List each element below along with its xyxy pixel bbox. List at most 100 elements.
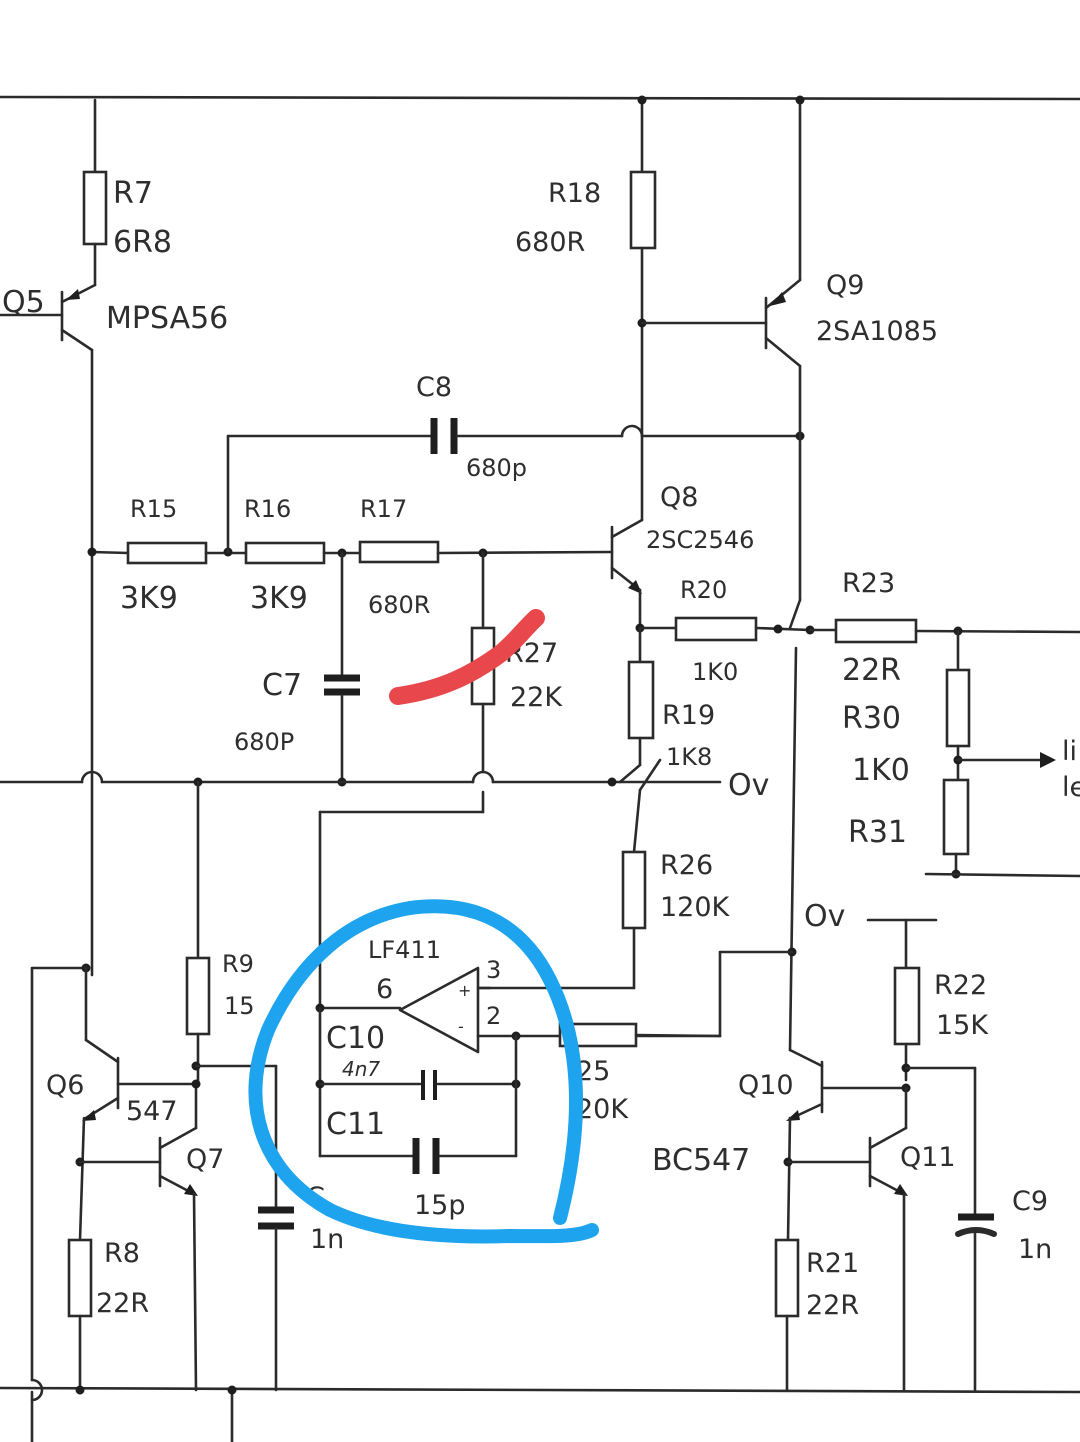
- r23-ref: R23: [842, 568, 895, 599]
- lf411-part: LF411: [368, 936, 441, 964]
- r21-ref: R21: [806, 1248, 859, 1279]
- lf411-minus: -: [458, 1017, 464, 1036]
- r22-resistor: R22 15K: [893, 918, 989, 1082]
- q10-part: BC547: [652, 1143, 750, 1178]
- q5-ref: Q5: [2, 285, 45, 320]
- ov2-label: Ov: [804, 899, 845, 934]
- r18-value: 680R: [515, 227, 585, 258]
- c-left-capacitor: C 1n: [258, 1064, 344, 1392]
- c11-ref: C11: [326, 1107, 385, 1142]
- q5-transistor: Q5 MPSA56: [0, 283, 228, 977]
- r8-value: 22R: [96, 1288, 149, 1319]
- r25-value: 20K: [576, 1094, 629, 1125]
- r21-value: 22R: [806, 1290, 859, 1321]
- c10-ref: C10: [326, 1021, 385, 1056]
- r16-resistor: R16 3K9: [223, 495, 362, 616]
- r18-ref: R18: [548, 178, 601, 209]
- c10-value: 4n7: [342, 1057, 380, 1081]
- blue-circle-mark: [248, 899, 599, 1244]
- r30-resistor: R30 1K0 li le: [842, 629, 1080, 803]
- r23-value: 22R: [842, 653, 901, 688]
- r19-value: 1K8: [666, 743, 712, 771]
- bottom-rail: [0, 1386, 1080, 1442]
- lf411-pin3: 3: [486, 956, 501, 984]
- r19-ref: R19: [662, 700, 715, 731]
- c11-value: 15p: [414, 1190, 466, 1221]
- r9-resistor: R9 15: [185, 780, 278, 1089]
- r7-value: 6R8: [113, 225, 172, 260]
- r20-resistor: R20 1K0: [638, 576, 815, 686]
- offpage-label-2: le: [1062, 772, 1080, 803]
- r20-ref: R20: [680, 576, 727, 604]
- r30-value: 1K0: [852, 753, 910, 788]
- q8-part: 2SC2546: [646, 526, 754, 554]
- lf411-opamp: LF411 6 3 2 + -: [315, 936, 562, 1054]
- r17-value: 680R: [368, 591, 430, 619]
- q6-ref: Q6: [46, 1070, 84, 1101]
- ov1-label: Ov: [728, 768, 769, 803]
- c7-ref: C7: [262, 668, 302, 703]
- r22-ref: R22: [934, 970, 987, 1001]
- q7-transistor: Q7: [78, 1082, 224, 1392]
- r16-ref: R16: [244, 495, 291, 523]
- q11-ref: Q11: [900, 1142, 956, 1173]
- r7-resistor: R7 6R8: [82, 98, 172, 287]
- r15-resistor: R15 3K9: [87, 495, 248, 616]
- q8-transistor: Q8 2SC2546: [610, 482, 754, 633]
- q11-transistor: Q11: [786, 1086, 956, 1392]
- r9-value: 15: [224, 992, 255, 1020]
- lf411-pin2: 2: [486, 1002, 501, 1030]
- r22-value: 15K: [936, 1010, 989, 1041]
- c7-value: 680P: [234, 728, 294, 756]
- c8-ref: C8: [416, 372, 452, 403]
- r19-resistor: R19 1K8: [618, 626, 715, 784]
- q6-part: 547: [126, 1096, 178, 1127]
- ov-right: Ov: [804, 899, 938, 934]
- q6-transistor: Q6 547: [30, 963, 198, 1402]
- q5-part: MPSA56: [106, 301, 228, 336]
- r27-value: 22K: [510, 682, 563, 713]
- r26-ref: R26: [660, 850, 713, 881]
- q9-transistor: Q9 2SA1085: [640, 95, 938, 630]
- r7-ref: R7: [113, 176, 153, 211]
- c8-value: 680p: [466, 454, 527, 482]
- q9-ref: Q9: [826, 270, 864, 301]
- c8-capacitor: C8 680p: [226, 372, 805, 554]
- r30-ref: R30: [842, 701, 901, 736]
- lf411-pin6: 6: [376, 974, 393, 1005]
- c7-capacitor: C7 680P: [234, 551, 360, 787]
- q7-ref: Q7: [186, 1144, 224, 1175]
- ov-line: Ov: [0, 768, 769, 803]
- r25-resistor: 25 20K: [558, 1022, 722, 1125]
- r8-ref: R8: [104, 1238, 140, 1269]
- r17-ref: R17: [360, 495, 407, 523]
- c9-ref: C9: [1012, 1186, 1048, 1217]
- r31-ref: R31: [848, 815, 907, 850]
- c-left-value: 1n: [310, 1224, 344, 1255]
- q9-part: 2SA1085: [816, 316, 938, 347]
- r15-ref: R15: [130, 495, 177, 523]
- r16-value: 3K9: [250, 581, 308, 616]
- r15-value: 3K9: [120, 581, 178, 616]
- r20-value: 1K0: [692, 658, 738, 686]
- r26-value: 120K: [660, 892, 731, 923]
- r18-resistor: R18 680R: [515, 95, 657, 522]
- c11-capacitor: C11 15p: [318, 1107, 518, 1221]
- c9-value: 1n: [1018, 1234, 1052, 1265]
- r17-resistor: R17 680R: [358, 495, 614, 619]
- top-rail: [0, 95, 1080, 101]
- r26-resistor: R26 120K: [478, 758, 731, 990]
- c9-capacitor: C9 1n: [955, 1066, 1052, 1392]
- offpage-label-1: li: [1062, 736, 1077, 767]
- q8-ref: Q8: [660, 482, 698, 513]
- red-strike-mark: [389, 609, 545, 705]
- r8-resistor: R8 22R: [67, 1238, 237, 1395]
- lf411-plus: +: [458, 981, 471, 1000]
- r9-ref: R9: [222, 950, 254, 978]
- r31-resistor: R31: [848, 778, 1080, 879]
- c10-capacitor: C10 4n7: [315, 1006, 521, 1158]
- r23-resistor: R23 22R: [808, 568, 1080, 688]
- r27-resistor: R27 22K: [318, 551, 563, 1010]
- r21-resistor: R21 22R: [774, 1238, 859, 1392]
